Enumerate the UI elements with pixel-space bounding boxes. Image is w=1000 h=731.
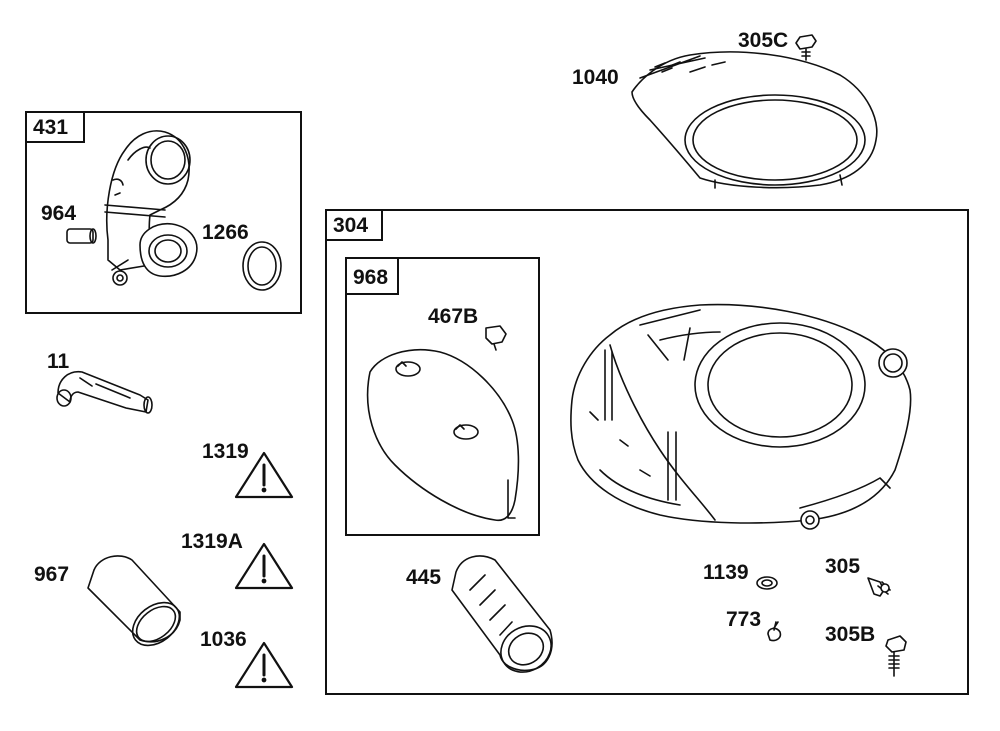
warning-triangle-1036-drawing xyxy=(234,641,294,689)
air-elbow-431-drawing xyxy=(104,130,198,286)
part-label-11: 11 xyxy=(47,350,70,373)
part-label-305C: 305C xyxy=(738,29,789,52)
part-label-1319: 1319 xyxy=(202,440,249,463)
hose-11-drawing xyxy=(56,370,153,414)
part-label-305B: 305B xyxy=(825,623,876,646)
part-label-773: 773 xyxy=(726,608,762,631)
box-label-304: 304 xyxy=(333,214,369,237)
part-label-1319A: 1319A xyxy=(181,530,243,553)
part-label-305: 305 xyxy=(825,555,861,578)
warning-triangle-1319A-drawing xyxy=(234,542,294,590)
assembly-box-968-tag xyxy=(345,257,399,295)
warning-triangle-1319-drawing xyxy=(234,451,294,499)
oring-1266-drawing xyxy=(242,241,282,291)
assembly-box-431-tag xyxy=(25,111,85,143)
pin-773-drawing xyxy=(767,621,782,642)
blower-housing-304-drawing xyxy=(570,303,912,530)
screw-305C-drawing xyxy=(795,34,817,61)
washer-1139-drawing xyxy=(756,576,778,590)
assembly-box-431 xyxy=(25,111,302,314)
box-label-431: 431 xyxy=(33,116,69,139)
part-label-467B: 467B xyxy=(428,305,479,328)
assembly-box-304 xyxy=(325,209,969,695)
part-label-1036: 1036 xyxy=(200,628,247,651)
clip-467B-drawing xyxy=(485,325,507,351)
filter-cartridge-445-drawing xyxy=(451,555,553,673)
screw-305-drawing xyxy=(867,577,891,597)
filter-cover-968-drawing xyxy=(366,348,520,522)
assembly-box-968 xyxy=(345,257,540,536)
sleeve-967-drawing xyxy=(87,555,181,647)
part-label-1040: 1040 xyxy=(572,66,619,89)
tube-964-drawing xyxy=(66,228,97,244)
box-label-968: 968 xyxy=(353,266,389,289)
part-label-967: 967 xyxy=(34,563,70,586)
bolt-305B-drawing xyxy=(885,635,907,677)
part-label-1266: 1266 xyxy=(202,221,249,244)
part-label-1139: 1139 xyxy=(703,561,749,584)
assembly-box-304-tag xyxy=(325,209,383,241)
part-label-964: 964 xyxy=(41,202,77,225)
part-label-445: 445 xyxy=(406,566,442,589)
blower-cover-1040-drawing xyxy=(631,51,878,189)
